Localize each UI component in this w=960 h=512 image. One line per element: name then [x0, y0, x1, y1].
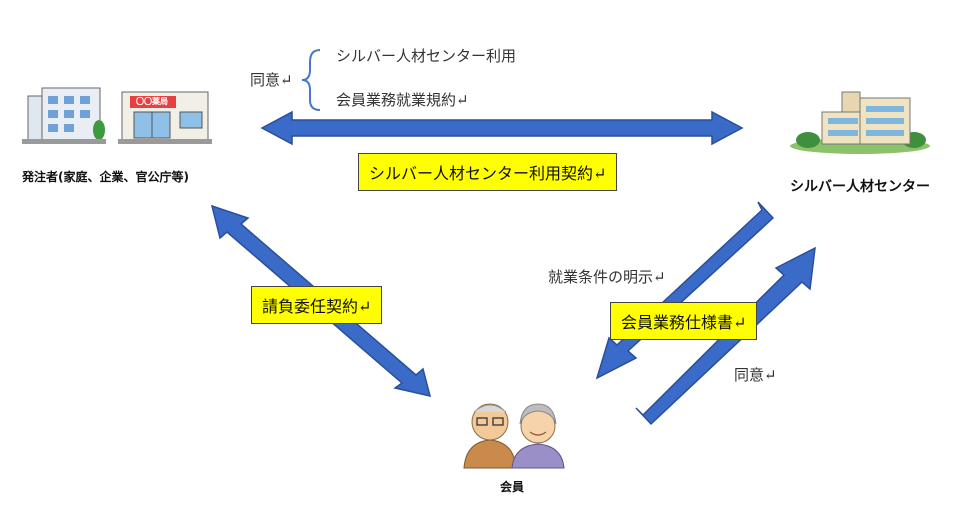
- work-conditions-label: 就業条件の明示↵: [548, 268, 666, 286]
- client-label: 発注者(家庭、企業、官公庁等): [22, 170, 189, 184]
- spec-document-label: 会員業務仕様書↵: [610, 302, 758, 340]
- pharmacy-sign: 〇〇薬局: [136, 97, 168, 106]
- elderly-members-icon: [463, 403, 565, 469]
- silver-center-building-icon: [790, 91, 930, 154]
- agreement-bottom-label: 同意↵: [734, 366, 777, 384]
- work-conditions-arrow: [595, 201, 775, 380]
- agreement-label: 同意↵: [250, 71, 293, 89]
- usage-contract-label: シルバー人材センター利用契約↵: [358, 153, 618, 191]
- brace: [301, 49, 321, 111]
- office-building-icon: [22, 87, 106, 144]
- brace-item: シルバー人材センター利用: [336, 47, 517, 65]
- brace-item: 会員業務就業規約↵: [336, 91, 469, 109]
- silver-center-label: シルバー人材センター: [790, 179, 930, 195]
- usage-contract-arrow: [260, 110, 744, 146]
- member-label: 会員: [500, 480, 525, 494]
- pharmacy-building-icon: [118, 91, 212, 144]
- outsourcing-contract-label: 請負委任契約↵: [251, 286, 383, 324]
